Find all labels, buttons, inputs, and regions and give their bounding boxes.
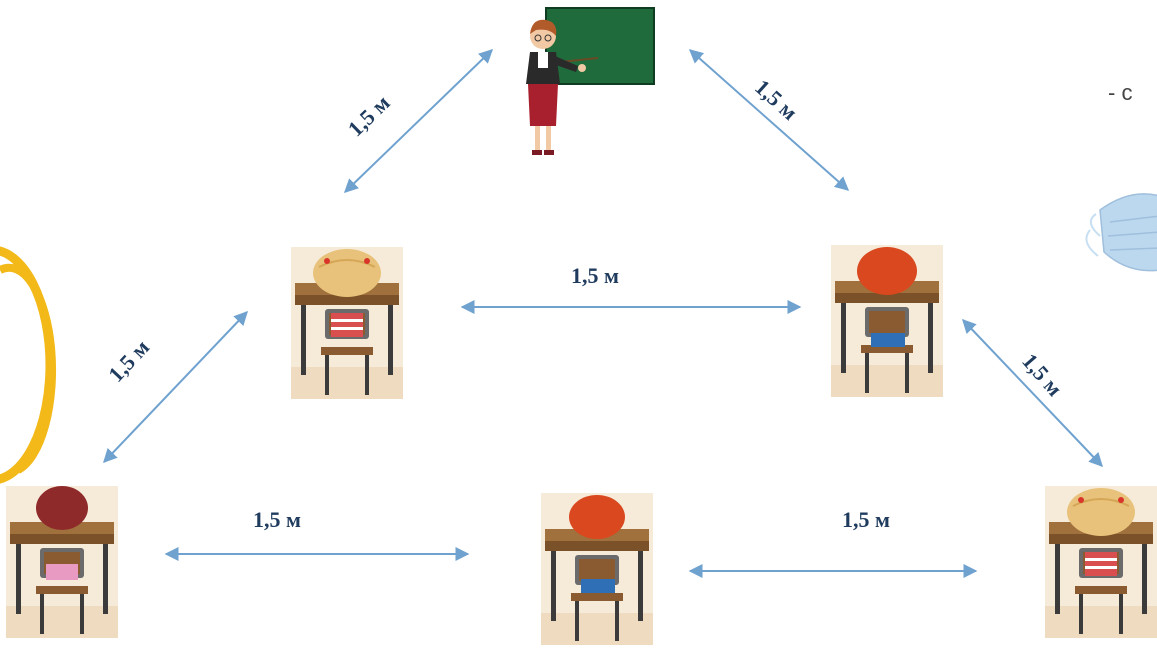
student-blonde-at-desk-icon bbox=[1045, 486, 1157, 638]
distance-label: 1,5 м bbox=[253, 507, 301, 532]
distance-label: 1,5 м bbox=[571, 263, 619, 288]
student-blonde-at-desk-icon bbox=[291, 247, 403, 399]
teacher-at-blackboard-icon bbox=[526, 7, 655, 155]
arrow-left-diagonal bbox=[103, 310, 248, 464]
highlight-ring-icon bbox=[0, 246, 57, 484]
arrow-right-diagonal bbox=[962, 318, 1103, 468]
side-note-text: - с bbox=[1108, 80, 1133, 105]
student-redhead-at-desk-icon bbox=[541, 493, 653, 645]
arrow-teacher-right bbox=[688, 49, 850, 191]
arrow-teacher-left bbox=[343, 49, 494, 193]
distance-label: 1,5 м bbox=[842, 507, 890, 532]
face-mask-icon bbox=[1085, 193, 1157, 272]
student-redhead-at-desk-icon bbox=[831, 245, 943, 397]
student-brunette-at-desk-icon bbox=[6, 486, 118, 638]
